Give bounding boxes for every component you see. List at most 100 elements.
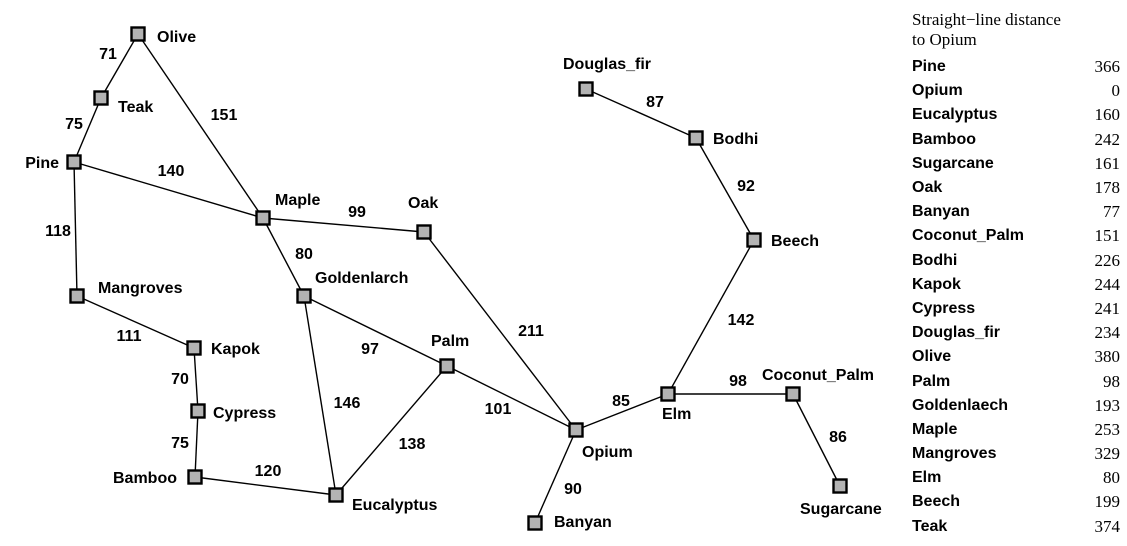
road-coconut_palm-sugarcane (792, 393, 841, 487)
table-row-city: Oak (912, 179, 943, 197)
city-marker-douglas_fir (578, 81, 594, 97)
table-row-city: Cypress (912, 299, 976, 317)
road-palm-opium (446, 365, 577, 431)
road-distance-opium-banyan: 90 (564, 481, 582, 498)
road-distance-maple-goldenlarch: 80 (295, 246, 313, 263)
table-row-distance: 178 (1094, 178, 1121, 198)
city-label-beech: Beech (771, 233, 819, 250)
city-marker-maple (255, 210, 271, 226)
table-row-city: Elm (912, 469, 942, 487)
table-row-distance: 242 (1094, 129, 1121, 149)
city-label-maple: Maple (275, 192, 320, 209)
city-marker-kapok (186, 340, 202, 356)
table-row: Pine 366 (912, 55, 1120, 79)
table-row-distance: 329 (1094, 444, 1121, 464)
road-palm-eucalyptus (335, 365, 448, 496)
road-distance-kapok-cypress: 70 (171, 371, 189, 388)
table-row-distance: 80 (1103, 468, 1120, 488)
table-row-city: Mangroves (912, 445, 997, 463)
table-row-city: Sugarcane (912, 154, 994, 172)
road-distance-goldenlarch-palm: 97 (361, 341, 379, 358)
table-row-distance: 241 (1094, 298, 1121, 318)
city-markers (66, 26, 848, 531)
table-row-distance: 151 (1094, 226, 1121, 246)
table-row-city: Douglas_fir (912, 324, 1001, 342)
city-label-palm: Palm (431, 333, 469, 350)
table-row-city: Teak (912, 517, 948, 535)
city-marker-bodhi (688, 130, 704, 146)
road-elm-beech (667, 239, 755, 395)
road-opium-elm (575, 393, 669, 431)
road-distance-olive-teak: 71 (99, 46, 117, 63)
table-row: Mangroves 329 (912, 442, 1120, 466)
city-label-goldenlarch: Goldenlarch (315, 270, 408, 287)
road-maple-goldenlarch (262, 217, 305, 297)
city-label-opium: Opium (582, 444, 633, 461)
road-distance-bamboo-eucalyptus: 120 (255, 463, 282, 480)
city-marker-opium (568, 422, 584, 438)
road-distance-bodhi-douglas_fir: 87 (646, 94, 664, 111)
table-row: Teak 374 (912, 515, 1120, 539)
city-marker-coconut_palm (785, 386, 801, 402)
table-row-city: Kapok (912, 275, 961, 293)
table-row-city: Pine (912, 58, 946, 76)
table-row-distance: 0 (1111, 81, 1121, 101)
road-distance-olive-maple: 151 (211, 107, 238, 124)
table-row: Kapok 244 (912, 273, 1120, 297)
road-maple-oak (262, 217, 425, 233)
city-label-teak: Teak (118, 99, 153, 116)
table-row: Opium 0 (912, 79, 1120, 103)
table-row-city: Banyan (912, 203, 970, 221)
road-distance-beech-bodhi: 92 (737, 178, 755, 195)
table-title-line-2: to Opium (912, 30, 977, 49)
city-marker-banyan (527, 515, 543, 531)
road-kapok-cypress (193, 347, 199, 412)
city-label-coconut_palm: Coconut_Palm (762, 367, 874, 384)
road-goldenlarch-eucalyptus (303, 295, 337, 496)
road-map: 7175151140118998011170751209714613810121… (25, 26, 882, 531)
road-distance-goldenlarch-eucalyptus: 146 (334, 395, 361, 412)
table-row-city: Opium (912, 82, 963, 100)
city-marker-elm (660, 386, 676, 402)
table-row: Banyan 77 (912, 200, 1120, 224)
city-label-bodhi: Bodhi (713, 131, 758, 148)
city-label-kapok: Kapok (211, 341, 260, 358)
city-marker-mangroves (69, 288, 85, 304)
table-row-distance: 253 (1094, 419, 1121, 439)
table-row-distance: 366 (1094, 57, 1121, 77)
road-distance-opium-elm: 85 (612, 393, 630, 410)
city-label-sugarcane: Sugarcane (800, 501, 882, 518)
road-distance-cypress-bamboo: 75 (171, 435, 189, 452)
table-title: Straight−line distance to Opium (912, 10, 1120, 50)
table-row-distance: 244 (1094, 274, 1121, 294)
table-row-distance: 374 (1094, 516, 1121, 536)
table-row-distance: 77 (1103, 202, 1120, 222)
road-pine-maple (73, 161, 264, 219)
road-cypress-bamboo (194, 410, 199, 478)
city-label-banyan: Banyan (554, 514, 612, 531)
road-distance-palm-eucalyptus: 138 (399, 436, 426, 453)
road-distances: 7175151140118998011170751209714613810121… (45, 46, 847, 498)
table-row-distance: 226 (1094, 250, 1121, 270)
road-distance-maple-oak: 99 (348, 204, 366, 221)
road-oak-opium (423, 231, 577, 431)
city-label-oak: Oak (408, 195, 438, 212)
city-label-mangroves: Mangroves (98, 280, 183, 297)
road-distance-palm-opium: 101 (485, 401, 512, 418)
city-marker-goldenlarch (296, 288, 312, 304)
city-marker-cypress (190, 403, 206, 419)
city-label-olive: Olive (157, 29, 196, 46)
table-row-city: Bamboo (912, 130, 976, 148)
road-mangroves-kapok (76, 295, 195, 349)
table-row-city: Eucalyptus (912, 106, 998, 124)
road-olive-teak (100, 33, 139, 99)
road-bodhi-douglas_fir (585, 88, 697, 139)
city-marker-olive (130, 26, 146, 42)
